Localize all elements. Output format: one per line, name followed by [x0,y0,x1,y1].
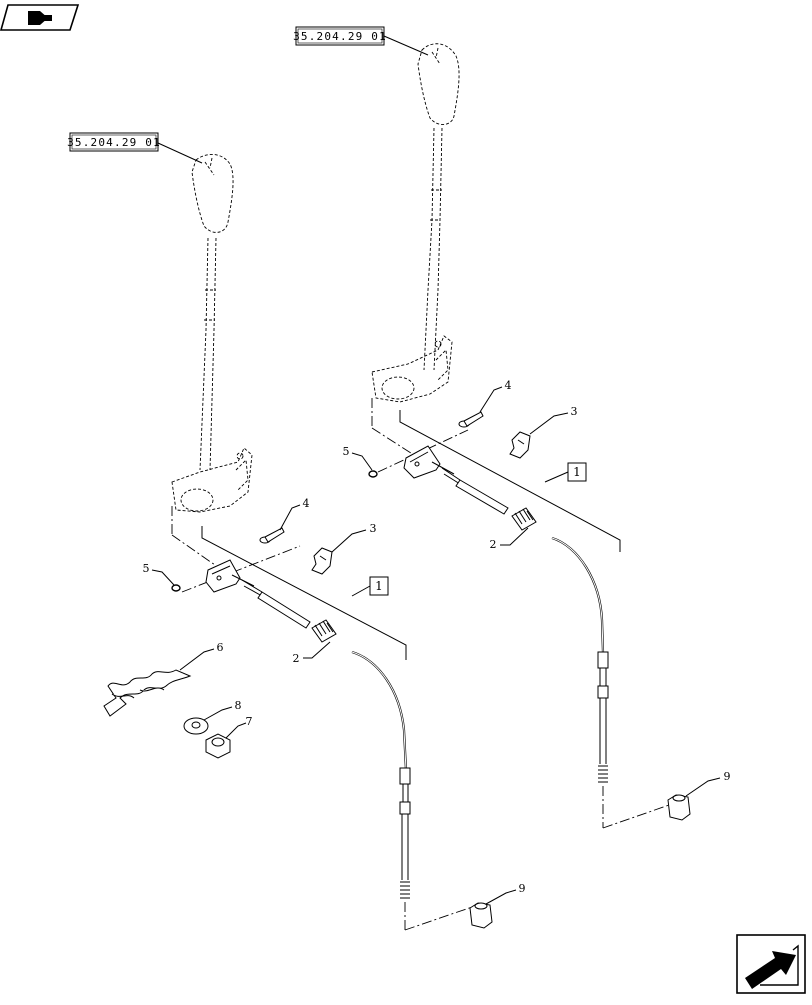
right-label-end-nut: 9 [724,770,731,783]
left-callout-pin[interactable]: 4 [279,497,310,531]
right-callout-pin[interactable]: 4 [479,379,512,413]
right-spring-boot [511,507,537,531]
left-callout-bracket[interactable]: 6 [179,641,224,671]
right-shift-lever [371,43,460,403]
left-callout-nut[interactable]: 7 [225,715,253,739]
exit-arrow-icon[interactable] [736,934,806,994]
left-callout-group[interactable]: 1 [351,576,389,597]
left-label-bracket: 6 [217,641,224,654]
left-clip [311,547,333,575]
right-label-cable: 2 [490,538,497,551]
right-label-clip: 3 [571,405,578,418]
right-label-pin: 4 [505,379,512,392]
left-spring-boot [311,619,337,643]
right-callout-end-nut[interactable]: 9 [685,770,731,797]
left-callout-washer[interactable]: 8 [203,699,242,721]
left-label-ring: 5 [143,562,150,575]
left-end-nut [469,902,493,929]
right-group-bracket [399,410,621,552]
left-label-clip: 3 [370,522,377,535]
right-cable-assembly [403,445,609,783]
left-pin [259,527,285,544]
left-callout-clip[interactable]: 3 [331,522,377,553]
left-label-pin: 4 [303,497,310,510]
right-pin [458,411,484,428]
right-ref-leader [383,35,429,56]
left-washer [183,717,209,735]
right-label-ring: 5 [343,445,350,458]
left-bracket [103,669,192,717]
left-phantom-lines [171,506,301,593]
left-callout-cable[interactable]: 2 [293,641,331,665]
left-ref-leader [157,142,203,164]
left-cable-assembly [205,559,411,899]
right-group-label: 1 [573,465,581,479]
left-handle-ref[interactable]: 35.204.29 01 [67,132,161,152]
left-shift-lever [171,154,253,513]
left-callout-ring[interactable]: 5 [143,562,175,586]
left-label-washer: 8 [235,699,242,712]
right-callout-clip[interactable]: 3 [529,405,578,435]
left-cable-end-line [404,902,479,931]
book-arrow-icon[interactable] [0,4,80,31]
right-clip [509,431,531,459]
right-handle-ref-text: 35.204.29 01 [293,30,387,43]
right-end-nut [667,794,691,821]
left-label-cable: 2 [293,652,300,665]
right-callout-group[interactable]: 1 [544,462,587,483]
right-ring [368,470,378,478]
right-callout-cable[interactable]: 2 [490,527,529,551]
right-cable-end-line [602,786,673,829]
left-group-label: 1 [375,579,383,593]
right-callout-ring[interactable]: 5 [343,445,373,471]
left-nut [205,733,231,759]
left-callout-end-nut[interactable]: 9 [485,882,526,905]
left-label-end-nut: 9 [519,882,526,895]
left-group-bracket [201,526,407,660]
left-ring [171,584,181,592]
right-handle-ref[interactable]: 35.204.29 01 [293,26,387,46]
left-label-nut: 7 [246,715,253,728]
left-handle-ref-text: 35.204.29 01 [67,136,161,149]
